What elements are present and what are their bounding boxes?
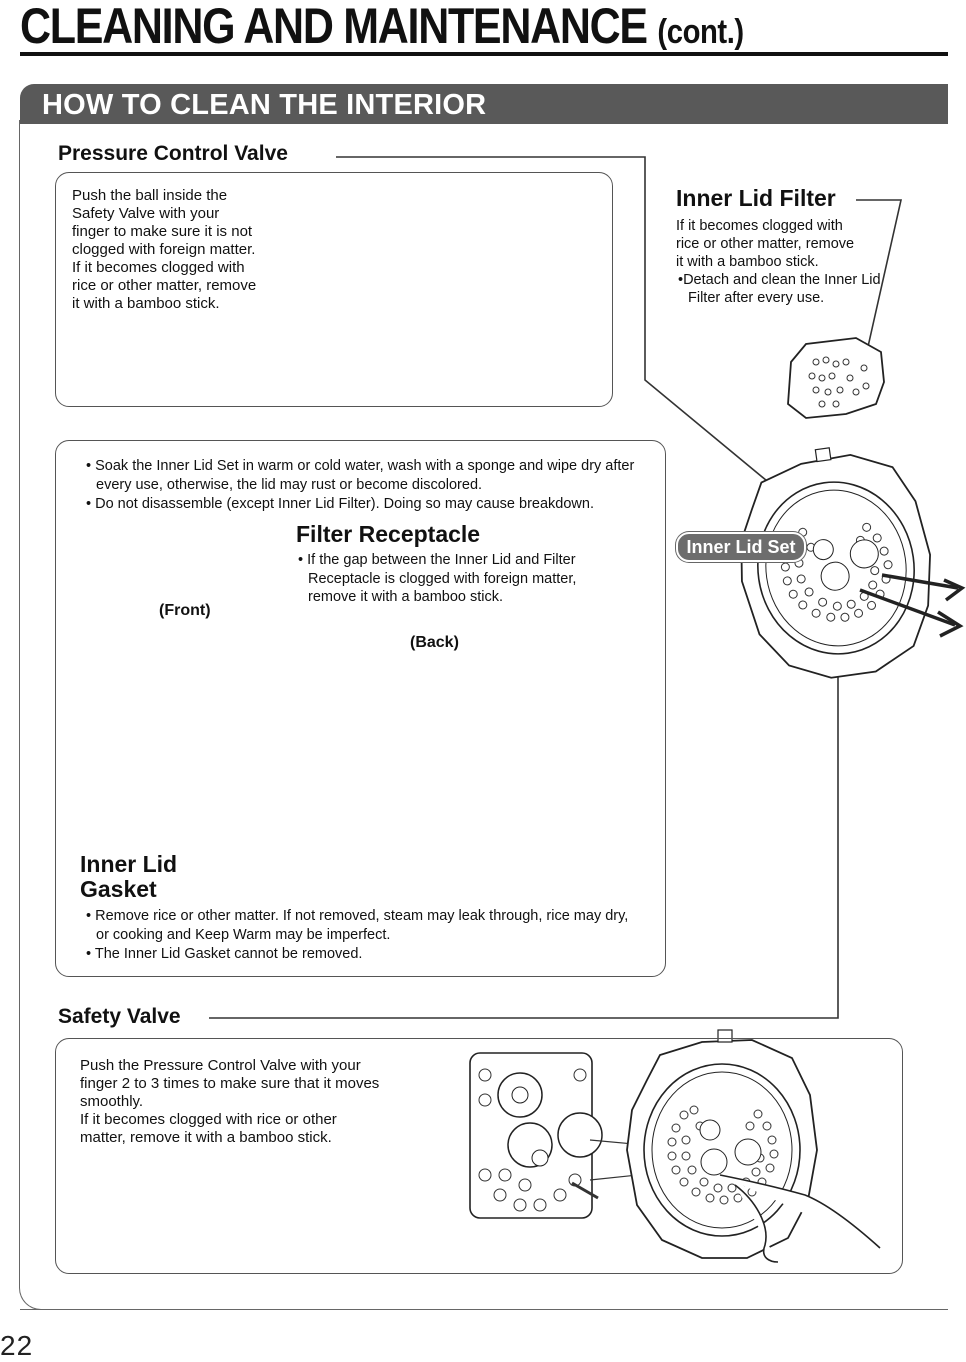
bullet-text: Remove rice or other matter. If not remo… [95,908,629,943]
page-title-suffix: (cont.) [657,13,744,51]
page-title: CLEANING AND MAINTENANCE (cont.) [20,0,744,60]
inner-lid-gasket-heading: Inner Lid Gasket [80,852,177,902]
text-line: smoothly. [80,1093,144,1110]
pressure-control-valve-heading: Pressure Control Valve [58,142,288,165]
section-title: HOW TO CLEAN THE INTERIOR [42,89,487,121]
text-line: rice or other matter, remove [72,277,257,294]
safety-valve-box [55,1038,903,1274]
safety-valve-heading: Safety Valve [58,1005,181,1028]
bullet-text: Detach and clean the Inner Lid Filter af… [683,272,881,306]
general-bullets: • Soak the Inner Lid Set in warm or cold… [84,457,654,515]
bottom-rule [20,1309,948,1310]
page-title-text: CLEANING AND MAINTENANCE [20,0,648,54]
filter-receptacle-heading: Filter Receptacle [296,521,481,547]
front-view-label: (Front) [159,602,211,619]
inner-lid-filter-bullet: •Detach and clean the Inner Lid Filter a… [678,272,881,306]
back-view-label: (Back) [410,634,459,651]
inner-lid-set-label: Inner Lid Set [676,532,806,562]
safety-valve-text: Push the Pressure Control Valve with you… [80,1057,420,1147]
bullet-item: • Soak the Inner Lid Set in warm or cold… [86,458,635,493]
text-line: If it becomes clogged with [676,218,843,234]
bullet-text: Soak the Inner Lid Set in warm or cold w… [95,458,635,493]
text-line: it with a bamboo stick. [676,254,819,270]
title-rule [20,52,948,56]
inner-lid-care-box [55,440,666,977]
text-line: it with a bamboo stick. [72,295,220,312]
inner-lid-gasket-bullets: • Remove rice or other matter. If not re… [84,907,644,965]
bullet-item: • If the gap between the Inner Lid and F… [298,552,577,605]
pressure-control-valve-text: Push the ball inside the Safety Valve wi… [72,187,282,313]
filter-receptacle-text: • If the gap between the Inner Lid and F… [296,551,616,608]
text-line: If it becomes clogged with [72,259,245,276]
text-line: rice or other matter, remove [676,236,855,252]
bullet-item: • The Inner Lid Gasket cannot be removed… [86,946,363,962]
bullet-item: • Remove rice or other matter. If not re… [86,908,629,943]
inner-lid-filter-heading: Inner Lid Filter [676,185,836,211]
section-header: HOW TO CLEAN THE INTERIOR [20,84,948,124]
text-line: finger 2 to 3 times to make sure that it… [80,1075,380,1092]
heading-line: Inner Lid [80,851,178,877]
text-line: Safety Valve with your [72,205,220,222]
bullet-text: The Inner Lid Gasket cannot be removed. [94,946,363,962]
text-line: matter, remove it with a bamboo stick. [80,1129,332,1146]
text-line: Push the Pressure Control Valve with you… [80,1057,361,1074]
bullet-text: Do not disassemble (except Inner Lid Fil… [95,496,594,512]
heading-line: Gasket [80,876,157,902]
inner-lid-filter-text: If it becomes clogged with rice or other… [676,217,886,307]
text-line: finger to make sure it is not [72,223,253,240]
pressure-control-valve-box [55,172,613,407]
page-number: 22 [0,1330,34,1361]
text-line: If it becomes clogged with rice or other [80,1111,337,1128]
bullet-text: If the gap between the Inner Lid and Fil… [307,552,577,605]
text-line: clogged with foreign matter. [72,241,256,258]
bullet-item: • Do not disassemble (except Inner Lid F… [86,496,594,512]
text-line: Push the ball inside the [72,187,228,204]
